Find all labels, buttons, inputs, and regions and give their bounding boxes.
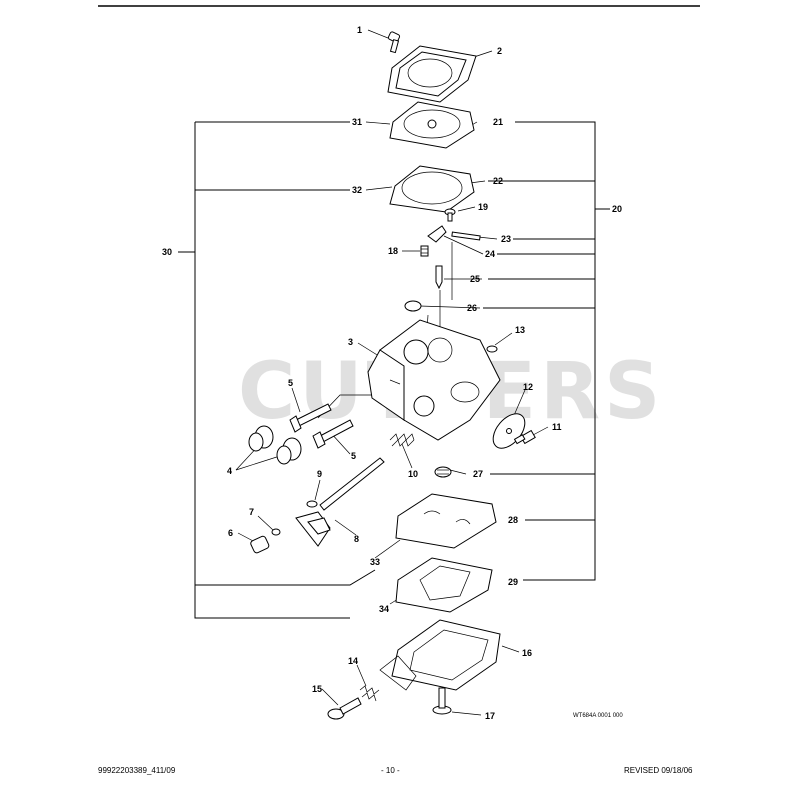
part-needle-25 — [435, 265, 443, 290]
part-screw-11 — [513, 429, 536, 445]
part-spring-10 — [389, 433, 415, 447]
callout-2: 2 — [497, 46, 502, 56]
callout-11: 11 — [552, 422, 562, 432]
part-shaft-8 — [295, 457, 385, 547]
callout-17: 17 — [485, 711, 495, 721]
callout-28: 28 — [508, 515, 518, 525]
part-screw-5-upper — [289, 403, 332, 433]
callout-5-upper: 5 — [288, 378, 293, 388]
part-diaphragm-31 — [389, 101, 475, 149]
part-screw-19 — [444, 208, 456, 222]
callout-18: 18 — [388, 246, 398, 256]
callout-16: 16 — [522, 648, 532, 658]
callout-30: 30 — [162, 247, 172, 257]
callout-34: 34 — [379, 604, 389, 614]
callout-29: 29 — [508, 577, 518, 587]
callout-21: 21 — [493, 117, 503, 127]
callout-1: 1 — [357, 25, 362, 35]
part-washer-7 — [271, 528, 281, 536]
bracket-30 — [178, 121, 376, 619]
callout-14: 14 — [348, 656, 358, 666]
part-clip-9 — [306, 500, 318, 508]
callout-15: 15 — [312, 684, 322, 694]
part-pin-23 — [451, 231, 481, 241]
part-lever-24 — [427, 225, 447, 243]
part-carb-body-3 — [367, 319, 501, 441]
part-screw-1 — [387, 31, 401, 54]
callout-33: 33 — [370, 557, 380, 567]
callout-23: 23 — [501, 234, 511, 244]
part-plate-29 — [395, 557, 493, 613]
callout-10: 10 — [408, 469, 418, 479]
part-bushing-4a — [248, 425, 274, 452]
callout-26: 26 — [467, 303, 477, 313]
callout-20: 20 — [612, 204, 622, 214]
callout-9: 9 — [317, 469, 322, 479]
part-screw-5-lower — [312, 419, 354, 449]
callout-7: 7 — [249, 507, 254, 517]
callout-22: 22 — [493, 176, 503, 186]
callout-8: 8 — [354, 534, 359, 544]
callout-24: 24 — [485, 249, 495, 259]
footer-document-number: 99922203389_411/09 — [98, 766, 176, 775]
part-screen-27 — [434, 466, 452, 478]
part-spring-18 — [420, 245, 429, 257]
callout-12: 12 — [523, 382, 533, 392]
callout-13: 13 — [515, 325, 525, 335]
drawing-code: WT684A 0001 000 — [573, 713, 623, 719]
part-cover-2 — [387, 45, 477, 103]
callout-5-lower: 5 — [351, 451, 356, 461]
part-gasket-32 — [389, 165, 475, 213]
part-clip-13 — [486, 345, 498, 353]
callout-19: 19 — [478, 202, 488, 212]
part-plug-26 — [404, 300, 422, 312]
part-spring-14 — [359, 685, 380, 702]
callout-32: 32 — [352, 185, 362, 195]
callout-4: 4 — [227, 466, 232, 476]
part-screw-17 — [432, 687, 452, 715]
callout-27: 27 — [473, 469, 483, 479]
callout-31: 31 — [352, 117, 362, 127]
part-bushing-4b — [276, 437, 302, 465]
callout-3: 3 — [348, 337, 353, 347]
bracket-20 — [483, 121, 610, 581]
footer-page-number: - 10 - — [381, 766, 400, 775]
footer-revision-date: REVISED 09/18/06 — [624, 766, 693, 775]
part-gasket-28 — [395, 493, 497, 549]
callout-6: 6 — [228, 528, 233, 538]
part-pump-cover-16 — [379, 619, 501, 691]
callout-25: 25 — [470, 274, 480, 284]
callouts: 1 2 31 21 32 22 19 20 23 30 18 24 25 26 … — [162, 25, 622, 721]
part-nut-6 — [250, 535, 270, 554]
part-screw-15 — [327, 697, 362, 720]
